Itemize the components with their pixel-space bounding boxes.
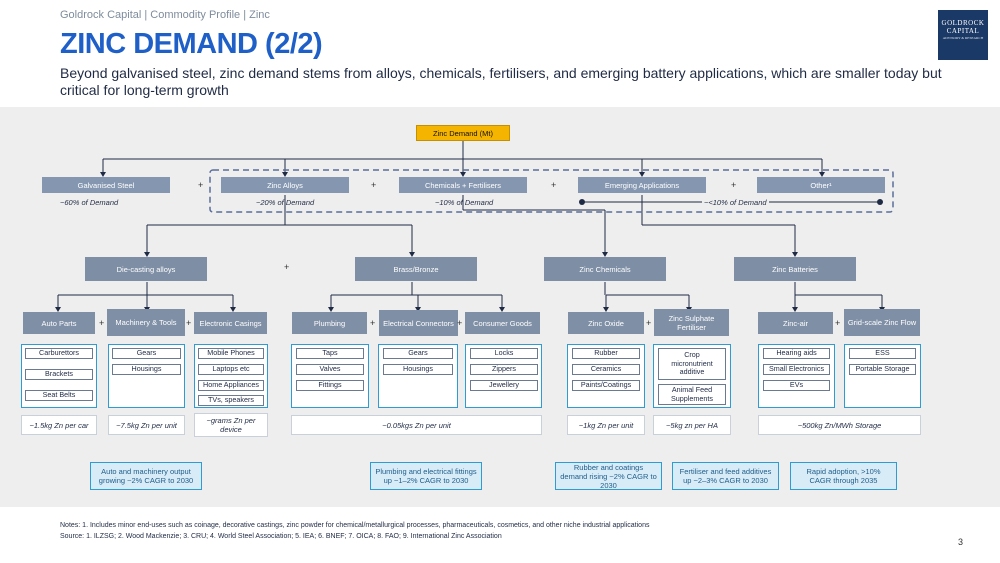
list-item: Fittings [296, 380, 364, 391]
share-galvanised: ~60% of Demand [60, 198, 119, 207]
list-item: Zippers [470, 364, 538, 375]
logo-line-1: GOLDROCK [941, 19, 985, 27]
plus-sign: + [551, 180, 557, 190]
intensity-batteries: ~500kg Zn/MWh Storage [758, 415, 921, 435]
node-electrical-connectors: Electrical Connectors [379, 310, 458, 336]
node-machinery-tools: Machinery & Tools [107, 309, 185, 336]
list-item: Housings [112, 364, 181, 375]
node-brass-bronze: Brass/Bronze [355, 257, 477, 281]
logo-line-3: ADVISORY & RESEARCH [942, 36, 984, 40]
plus-sign: + [370, 318, 376, 328]
intensity-electronic: ~grams Zn per device [194, 413, 268, 437]
root-node-zinc-demand: Zinc Demand (Mt) [416, 125, 510, 141]
intensity-zinc-sulphate: ~5kg zn per HA [653, 415, 731, 435]
node-galvanised-steel: Galvanised Steel [42, 177, 170, 193]
plus-sign: + [731, 180, 737, 190]
list-item: EVs [763, 380, 830, 391]
node-zinc-batteries: Zinc Batteries [734, 257, 856, 281]
insight-zinc-oxide: Rubber and coatings demand rising ~2% CA… [555, 462, 662, 490]
node-zinc-oxide: Zinc Oxide [568, 312, 644, 334]
list-item: Gears [383, 348, 453, 359]
notes-text: Notes: 1. Includes minor end-uses such a… [60, 522, 650, 529]
list-item: Housings [383, 364, 453, 375]
node-grid-scale-flow: Grid-scale Zinc Flow [844, 309, 920, 336]
plus-sign: + [457, 318, 463, 328]
list-item: Ceramics [572, 364, 640, 375]
node-zinc-alloys: Zinc Alloys [221, 177, 349, 193]
plus-sign: + [99, 318, 105, 328]
list-item: Home Appliances [198, 380, 264, 391]
intensity-auto: ~1.5kg Zn per car [21, 415, 97, 435]
source-text: Source: 1. ILZSG; 2. Wood Mackenzie; 3. … [60, 533, 502, 540]
node-plumbing: Plumbing [292, 312, 367, 334]
list-item: Hearing aids [763, 348, 830, 359]
logo-line-2: CAPITAL [946, 27, 980, 35]
plus-sign: + [371, 180, 377, 190]
node-auto-parts: Auto Parts [23, 312, 95, 334]
list-item: Animal Feed Supplements [658, 384, 726, 405]
list-item: ESS [849, 348, 916, 359]
page-number: 3 [958, 537, 964, 547]
plus-sign: + [198, 180, 204, 190]
list-item: Laptops etc [198, 364, 264, 375]
node-zinc-air: Zinc-air [758, 312, 833, 334]
node-zinc-chemicals: Zinc Chemicals [544, 257, 666, 281]
node-consumer-goods: Consumer Goods [465, 312, 540, 334]
list-item: Carburettors [25, 348, 93, 359]
plus-sign: + [186, 318, 192, 328]
footnotes: Notes: 1. Includes minor end-uses such a… [60, 520, 649, 542]
plus-sign: + [646, 318, 652, 328]
list-item: Paints/Coatings [572, 380, 640, 391]
plus-sign: + [284, 262, 290, 272]
list-item: Gears [112, 348, 181, 359]
list-item: Taps [296, 348, 364, 359]
list-item: Mobile Phones [198, 348, 264, 359]
intensity-brass: ~0.05kgs Zn per unit [291, 415, 542, 435]
node-other: Other¹ [757, 177, 885, 193]
list-item: Valves [296, 364, 364, 375]
list-item: Seat Belts [25, 390, 93, 401]
share-emerging: ~<10% of Demand [702, 198, 769, 207]
node-electronic-casings: Electronic Casings [194, 312, 267, 334]
page-subtitle: Beyond galvanised steel, zinc demand ste… [60, 65, 942, 98]
list-item: Portable Storage [849, 364, 916, 375]
share-alloys: ~20% of Demand [256, 198, 315, 207]
list-item: Small Electronics [763, 364, 830, 375]
plus-sign: + [835, 318, 841, 328]
list-item: Jewellery [470, 380, 538, 391]
intensity-machinery: ~7.5kg Zn per unit [108, 415, 185, 435]
list-item: Locks [470, 348, 538, 359]
insight-zinc-sulphate: Fertiliser and feed additives up ~2–3% C… [672, 462, 779, 490]
insight-brass: Plumbing and electrical fittings up ~1–2… [370, 462, 482, 490]
intensity-zinc-oxide: ~1kg Zn per unit [567, 415, 645, 435]
page-title: ZINC DEMAND (2/2) [60, 28, 323, 60]
breadcrumb: Goldrock Capital | Commodity Profile | Z… [60, 9, 270, 21]
node-die-casting: Die-casting alloys [85, 257, 207, 281]
insight-batteries: Rapid adoption, >10% CAGR through 2035 [790, 462, 897, 490]
list-item: Crop micronutrient additive [658, 348, 726, 380]
node-zinc-sulphate: Zinc Sulphate Fertiliser [654, 309, 729, 336]
node-chemicals-fertilisers: Chemicals + Fertilisers [399, 177, 527, 193]
share-chemicals: ~10% of Demand [435, 198, 494, 207]
insight-die-casting: Auto and machinery output growing ~2% CA… [90, 462, 202, 490]
list-item: Brackets [25, 369, 93, 380]
list-item: Rubber [572, 348, 640, 359]
node-emerging-applications: Emerging Applications [578, 177, 706, 193]
list-item: TVs, speakers [198, 395, 264, 406]
company-logo: GOLDROCK CAPITAL ADVISORY & RESEARCH [938, 10, 988, 60]
